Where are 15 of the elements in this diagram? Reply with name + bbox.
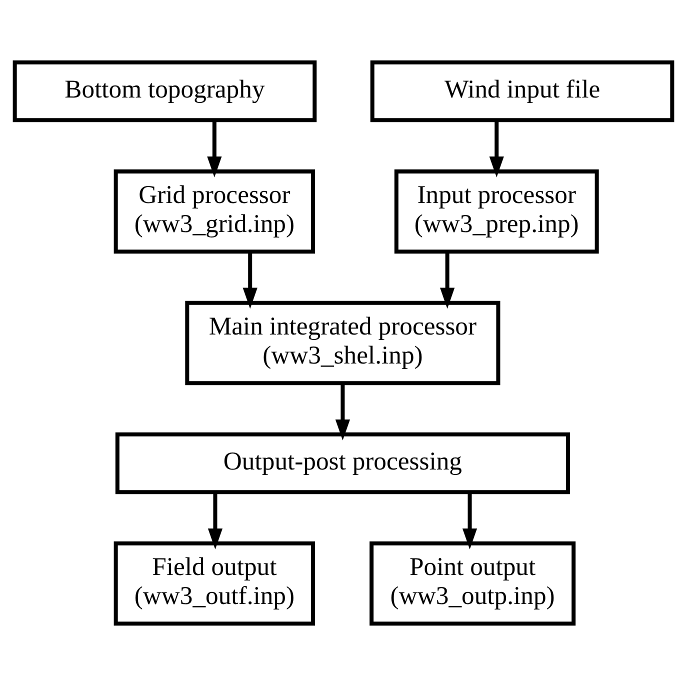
arrow <box>440 252 455 309</box>
node-box: Wind input file <box>370 60 674 122</box>
arrow <box>208 492 223 550</box>
node-box: Point output (ww3_outp.inp) <box>370 541 576 626</box>
arrow <box>242 252 258 309</box>
arrow <box>489 120 504 178</box>
node-box: Bottom topography <box>12 60 317 122</box>
node-box: Output-post processing <box>115 432 570 494</box>
arrow <box>335 384 350 440</box>
node-box: Input processor (ww3_prep.inp) <box>394 169 599 254</box>
arrow <box>462 492 478 550</box>
arrow <box>207 120 222 178</box>
node-box: Field output (ww3_outf.inp) <box>114 541 316 626</box>
node-box: Main integrated processor (ww3_shel.inp) <box>185 300 500 386</box>
node-box: Grid processor (ww3_grid.inp) <box>114 169 316 254</box>
